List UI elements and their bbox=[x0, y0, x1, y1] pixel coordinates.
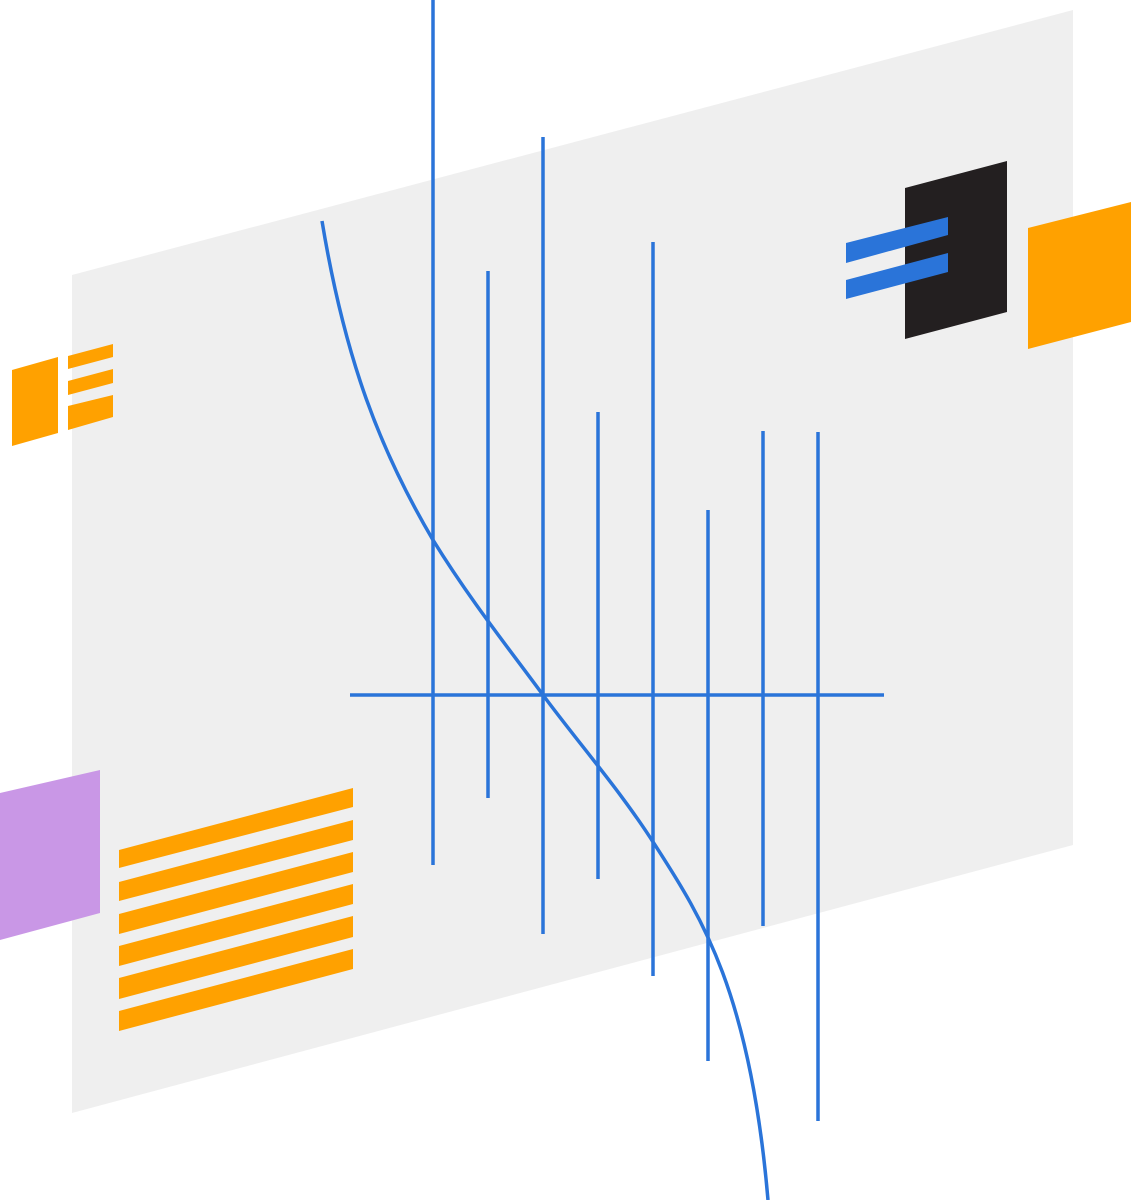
grey-panel bbox=[72, 10, 1073, 1113]
orange-small-bars bbox=[68, 344, 113, 430]
black-square bbox=[905, 161, 1007, 339]
blue-double-bar bbox=[846, 217, 948, 299]
blue-vertical-lines bbox=[431, 0, 820, 1121]
orange-stripes bbox=[119, 788, 353, 1031]
orange-tilted-square bbox=[1028, 202, 1131, 349]
purple-block bbox=[0, 770, 100, 940]
orange-small-square bbox=[12, 357, 58, 446]
blue-curve bbox=[320, 220, 770, 1200]
